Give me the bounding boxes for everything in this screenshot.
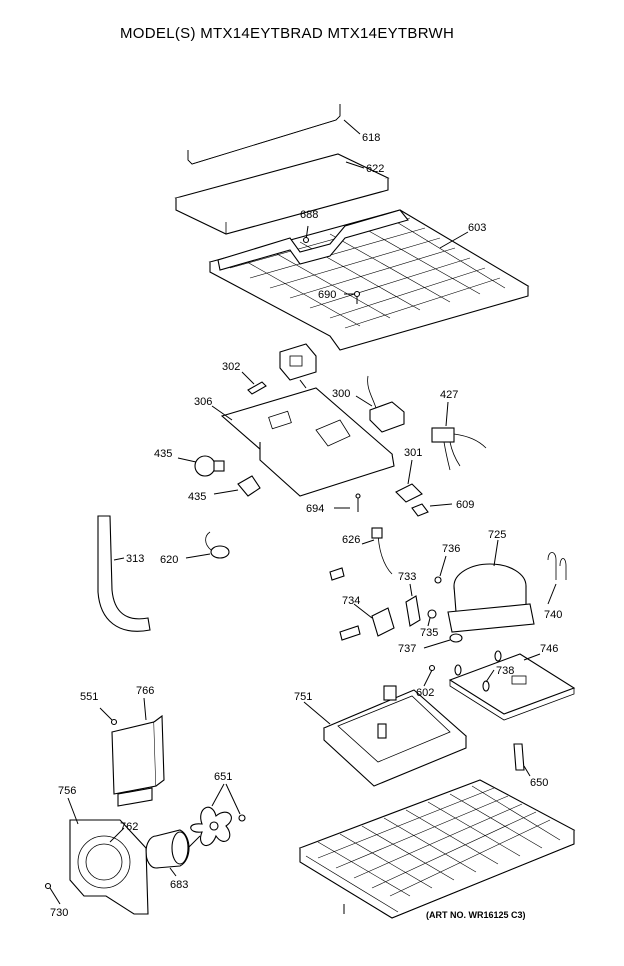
art-number: (ART NO. WR16125 C3) [426,910,526,920]
label-762: 762 [120,821,138,833]
part-301-damper [395,459,423,503]
label-694: 694 [306,503,324,515]
part-733-relay [405,583,421,627]
label-602: 602 [416,687,434,699]
part-313-drain-tube [97,515,151,632]
part-725-compressor [447,539,535,633]
label-740: 740 [544,609,562,621]
label-435-bulb: 435 [154,448,172,460]
diagram-title: MODEL(S) MTX14EYTBRAD MTX14EYTBRWH [120,25,454,42]
label-302: 302 [222,361,240,373]
part-622-tray [174,153,390,235]
part-648-control [279,343,317,389]
part-603-shelf [208,209,530,351]
part-435-socket [213,475,261,497]
label-751: 751 [294,691,312,703]
label-746: 746 [540,643,558,655]
label-435-socket: 435 [188,491,206,503]
part-618-tube [187,104,361,165]
label-688: 688 [300,209,318,221]
part-427-harness [431,401,487,471]
label-764: 650 [530,777,548,789]
part-300-switch [355,375,405,433]
label-618: 618 [362,132,380,144]
label-733: 733 [398,571,416,583]
part-626-cord [329,527,393,581]
part-756-shroud [67,797,149,915]
label-683: 730 [50,907,68,919]
part-651-fan-blade [190,783,246,847]
label-735: 735 [420,627,438,639]
part-736-screw [434,555,447,584]
part-306-housing [211,387,395,497]
part-735-grommet [427,609,437,627]
part-746-plate [448,650,576,721]
label-551: 551 [80,691,98,703]
label-609: 609 [456,499,474,511]
part-734-overload [339,603,395,641]
label-738: 738 [496,665,514,677]
label-734: 734 [342,595,360,607]
part-730-condenser [298,779,576,919]
part-751-drain-pan [303,685,468,787]
part-620-thermistor [185,531,230,559]
label-690: 690 [318,289,336,301]
label-603: 603 [468,222,486,234]
part-688-screw [302,225,310,244]
label-313: 313 [126,553,144,565]
label-427: 427 [440,389,458,401]
label-620: 620 [160,554,178,566]
label-301: 301 [404,447,422,459]
label-756: 756 [58,785,76,797]
label-300: 300 [332,388,350,400]
part-435-bulb [177,455,225,477]
part-694-screw [334,493,361,512]
label-650: 683 [170,879,188,891]
label-736: 736 [442,543,460,555]
label-651: 651 [214,771,232,783]
part-740-clip [547,552,567,605]
part-302-rod [241,371,267,395]
label-626: 626 [342,534,360,546]
part-602-screw [423,664,436,687]
label-306: 306 [194,396,212,408]
part-551-screw [99,707,118,726]
part-764-clip [513,743,531,777]
part-650-fan-motor [145,829,201,877]
label-725: 725 [488,529,506,541]
part-683-screw [44,882,61,905]
part-737-grommet [423,633,463,649]
label-622: 622 [366,163,384,175]
part-609-clip [411,503,453,517]
label-737: 737 [398,643,416,655]
part-766-panel [111,697,165,807]
part-690-screw [344,290,361,304]
label-766: 766 [136,685,154,697]
